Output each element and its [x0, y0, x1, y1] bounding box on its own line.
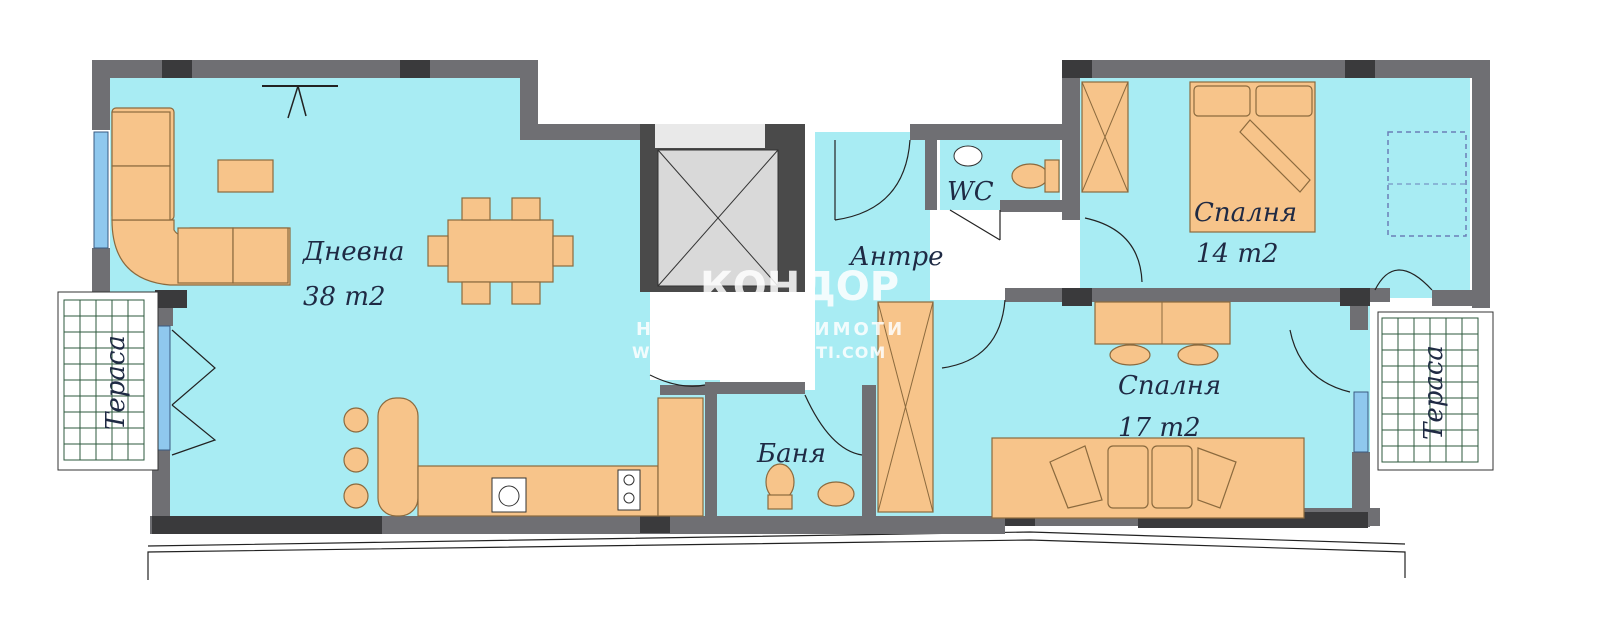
terrace-tile [1381, 429, 1399, 447]
terrace-tile [79, 347, 97, 365]
terrace-tile [63, 379, 81, 397]
terrace-tile [79, 427, 97, 445]
terrace-tile [1461, 317, 1479, 335]
terrace-tile [79, 395, 97, 413]
terrace-tile [1397, 445, 1415, 463]
terrace-tile [111, 299, 129, 317]
terrace-tile [63, 347, 81, 365]
terrace-tile [79, 299, 97, 317]
label-bedroom2-name: Спалня [1118, 371, 1221, 401]
windows [93, 131, 1369, 453]
label-living-area: 38 m2 [303, 282, 386, 312]
terrace-tile [1461, 429, 1479, 447]
terrace-tile [1461, 397, 1479, 415]
terrace-tile [1397, 365, 1415, 383]
terrace-tile [1397, 413, 1415, 431]
terrace-tile [1397, 349, 1415, 367]
terrace-tile [63, 299, 81, 317]
label-terrace-right: Тераса [1419, 345, 1449, 440]
terrace-tile [1445, 445, 1463, 463]
terrace-tile [1381, 445, 1399, 463]
terrace-tile [1381, 413, 1399, 431]
terrace-tile [1461, 413, 1479, 431]
terrace-tile [79, 443, 97, 461]
terrace-tile [63, 443, 81, 461]
watermark-tagline: НЕДВИЖИМИ ИМОТИ [636, 319, 905, 340]
terrace-tile [95, 443, 113, 461]
watermark-website: WWW.KONDORIMOTI.COM [632, 343, 886, 362]
terrace-tile [127, 443, 145, 461]
label-living-name: Дневна [302, 237, 404, 267]
terrace-tile [1413, 445, 1431, 463]
terrace-tile [1445, 317, 1463, 335]
coffee-table [217, 159, 274, 193]
sofa-corner [111, 107, 291, 286]
terrace-tile [1397, 333, 1415, 351]
elevator-shaft [640, 124, 805, 292]
watermark-brand: КОНДОР [700, 264, 899, 310]
label-hall: Антре [848, 242, 944, 272]
terrace-tile [63, 363, 81, 381]
label-bedroom1-area: 14 m2 [1196, 239, 1279, 269]
label-terrace-left: Тераса [101, 335, 131, 430]
terrace-tile [1413, 317, 1431, 335]
bathroom-fixtures [765, 301, 934, 513]
terrace-tile [1381, 317, 1399, 335]
terrace-tile [1381, 397, 1399, 415]
terrace-tile [79, 379, 97, 397]
terrace-tile [1397, 397, 1415, 415]
terrace-tile [1397, 381, 1415, 399]
watermark: КОНДОР НЕДВИЖИМИ ИМОТИ WWW.KONDORIMOTI.C… [632, 264, 905, 362]
terrace-tile [79, 411, 97, 429]
terrace-tile [1461, 365, 1479, 383]
terrace-tile [1381, 349, 1399, 367]
terrace-left [57, 291, 159, 471]
terrace-tile [63, 331, 81, 349]
outer-slab-lines [147, 531, 1406, 580]
terrace-tile [127, 299, 145, 317]
terrace-tile [1381, 365, 1399, 383]
terrace-tile [63, 427, 81, 445]
terrace-tile [1461, 445, 1479, 463]
terrace-tile [63, 395, 81, 413]
terrace-tile [95, 299, 113, 317]
terrace-tile [95, 315, 113, 333]
label-bath: Баня [756, 439, 826, 469]
terrace-tile [63, 315, 81, 333]
terrace-tile [1461, 349, 1479, 367]
terrace-tile [63, 411, 81, 429]
label-bedroom2-area: 17 m2 [1118, 413, 1201, 443]
bedroom1-furniture [1081, 81, 1467, 237]
bedroom2-furniture [991, 301, 1305, 519]
terrace-right [1377, 311, 1494, 471]
terrace-tile [111, 443, 129, 461]
terrace-tile [1397, 317, 1415, 335]
terrace-tile [1381, 381, 1399, 399]
label-wc: WC [947, 177, 994, 207]
kitchen [343, 397, 704, 517]
dining-table [427, 197, 574, 305]
room-labels: Дневна 38 m2 Антре WC Баня Спалня 14 m2 … [101, 177, 1449, 469]
terrace-tile [1429, 445, 1447, 463]
terrace-tile [79, 331, 97, 349]
label-bedroom1-name: Спалня [1194, 198, 1297, 228]
terrace-tile [1429, 317, 1447, 335]
doors [171, 139, 1433, 456]
terrace-tile [1461, 381, 1479, 399]
wc-fixtures [953, 145, 1060, 193]
terrace-tile [111, 315, 129, 333]
terrace-tile [79, 363, 97, 381]
ceiling-fan-icon [262, 85, 338, 119]
terrace-tile [1397, 429, 1415, 447]
terrace-tile [1461, 333, 1479, 351]
terrace-tile [127, 315, 145, 333]
terrace-tile [1381, 333, 1399, 351]
terrace-tile [79, 315, 97, 333]
